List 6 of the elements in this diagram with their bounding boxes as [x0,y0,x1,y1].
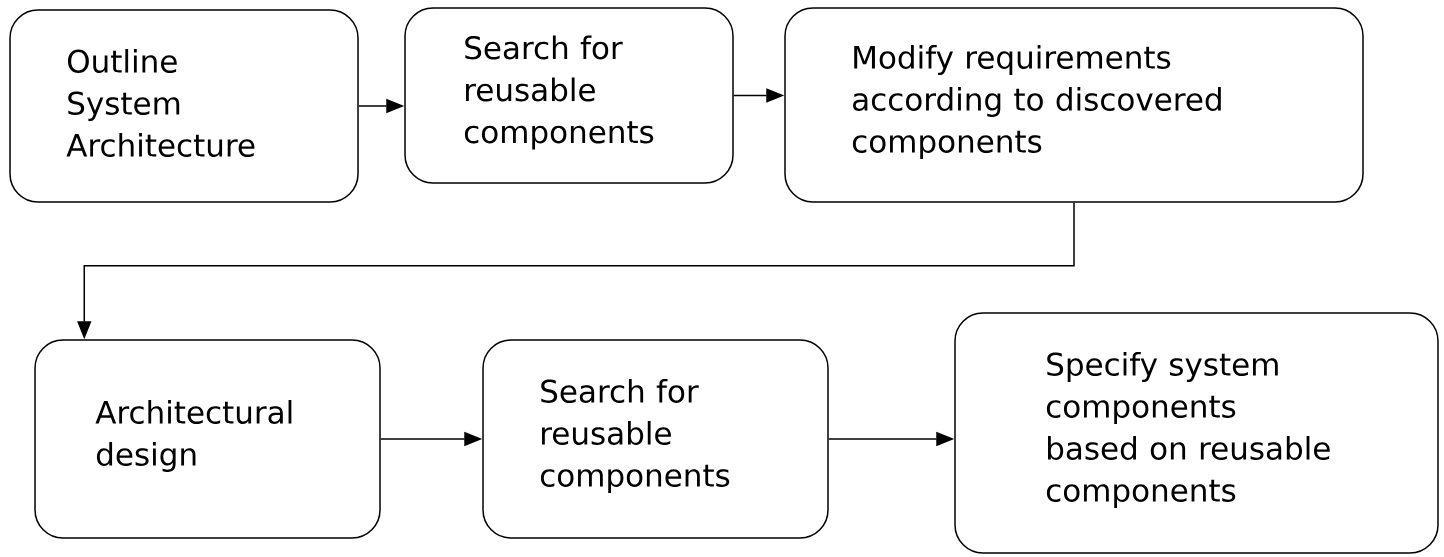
process-box: Modify requirements according to discovered components [784,7,1364,203]
process-box: Outline System Architecture [9,9,359,203]
process-box: Search for reusable components [404,7,734,184]
process-box: Search for reusable components [482,339,829,539]
process-box: Architectural design [34,339,381,539]
process-box: Specify system components based on reusable components [954,312,1439,554]
